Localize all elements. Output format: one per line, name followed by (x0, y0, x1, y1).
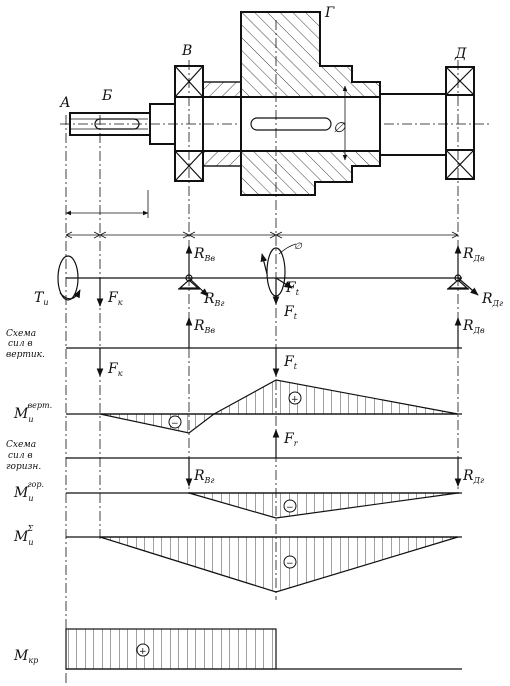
ms-label: MиΣ (13, 524, 34, 547)
rbg-label-scheme: RВг (203, 291, 224, 308)
mkr-label: Mкр (13, 648, 38, 665)
shaft-right (380, 93, 447, 156)
key-slot-gear (250, 117, 332, 131)
section-g-label: Г (324, 5, 335, 21)
section-b-label: Б (101, 88, 112, 104)
hor-caption-2: сил в (8, 451, 33, 461)
rdg-label-hor: RДг (462, 468, 484, 485)
section-a-label: А (59, 95, 71, 111)
hor-caption-3: горизн. (6, 462, 41, 472)
force-scheme: Tи Fк RВв RВг ∅ Ft Ft RДв RДг (34, 242, 503, 321)
mv-label: Mиверт. (13, 401, 52, 424)
fr-label-hor: Fr (283, 431, 299, 448)
fr-label-scheme: Ft (285, 280, 300, 297)
torque-symbol (57, 255, 79, 301)
moment-total-diagram: − MиΣ (13, 524, 462, 593)
ft-label-vert: Ft (283, 354, 298, 371)
ft-label-scheme: Ft (283, 304, 298, 321)
moment-vertical-diagram: − + Mиверт. (13, 379, 462, 434)
vert-caption-2: сил в (8, 339, 33, 349)
key-slot-left (94, 118, 140, 130)
ms-minus-sign: − (286, 559, 294, 569)
vert-caption-1: Схема (6, 329, 36, 339)
vertical-plane-scheme: Схема сил в вертик. Fк RВв Ft RДв (6, 317, 485, 378)
torque-label: Tи (34, 290, 49, 307)
mv-minus-sign: − (171, 419, 179, 429)
rdv-label-vert: RДв (462, 318, 485, 335)
diameter-mark: ∅ (294, 242, 303, 252)
mkr-plus-sign: + (139, 647, 147, 657)
hor-caption-1: Схема (6, 440, 36, 450)
mv-plus-sign: + (291, 395, 299, 405)
vert-caption-3: вертик. (6, 350, 45, 360)
section-d-label: Д (454, 46, 467, 62)
rbg-label-hor: RВг (193, 468, 214, 485)
rdv-label-scheme: RДв (462, 246, 485, 263)
torque-diagram: + Mкр (13, 628, 462, 670)
moment-horizontal-diagram: − Mигор. (13, 480, 462, 519)
mg-minus-sign: − (286, 503, 294, 513)
fk-label-vert: Fк (107, 361, 123, 378)
horizontal-plane-scheme: Схема сил в горизн. Fr RВг RДг (6, 429, 484, 487)
diameter-label: ∅ (333, 120, 346, 136)
mg-label: Mигор. (13, 480, 44, 503)
rbv-label-vert: RВв (193, 318, 215, 335)
shaft-assembly: ∅ А Б В Г Д (59, 5, 490, 239)
fk-label-scheme: Fк (107, 290, 123, 307)
gear-g (240, 11, 381, 196)
section-v-label: В (181, 43, 192, 59)
bearing-d (445, 66, 475, 180)
rbv-label-scheme: RВв (193, 246, 215, 263)
rdg-label-scheme: RДг (481, 291, 503, 308)
